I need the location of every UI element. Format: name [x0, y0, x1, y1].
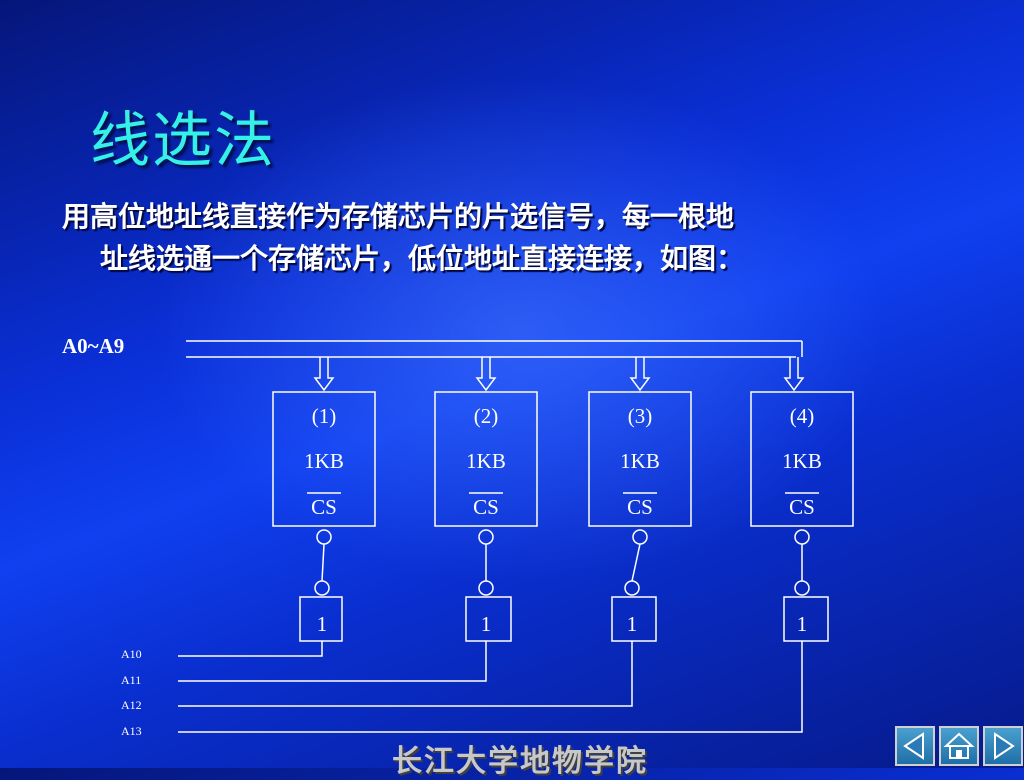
address-wire-4	[178, 641, 803, 733]
gate-label-2: 1	[481, 612, 492, 636]
chip-box-3	[588, 391, 692, 527]
chip-3-size: 1KB	[620, 449, 660, 473]
chip-3-cs: CS	[627, 495, 653, 519]
chip-3-cs-bubble	[632, 529, 648, 545]
chip-2-cs-bubble	[478, 529, 494, 545]
prev-button[interactable]	[895, 726, 935, 766]
gate-label-4: 1	[797, 612, 808, 636]
home-button[interactable]	[939, 726, 979, 766]
chip-4-cs: CS	[789, 495, 815, 519]
address-label-a13: A13	[121, 724, 142, 738]
chip-1-size: 1KB	[304, 449, 344, 473]
chip-2-cs: CS	[473, 495, 499, 519]
home-icon	[943, 732, 975, 759]
address-bus	[186, 340, 803, 358]
chip-3-cs-wire	[631, 543, 641, 582]
gate-box-3	[611, 596, 657, 642]
address-label-a10: A10	[121, 647, 142, 661]
chip-4-cs-bubble	[794, 529, 810, 545]
paragraph-line-2: 址线选通一个存储芯片，低位地址直接连接，如图：	[100, 242, 745, 275]
triangle-right-icon	[994, 732, 1015, 760]
gate-3-output-bubble	[624, 580, 640, 596]
footer-institution: 长江大学地物学院	[392, 744, 648, 779]
chip-box-4	[750, 391, 854, 527]
next-button[interactable]	[983, 726, 1023, 766]
chip-2-size: 1KB	[466, 449, 506, 473]
triangle-left-icon	[903, 732, 924, 760]
address-wire-3	[178, 641, 633, 707]
gate-box-2	[465, 596, 512, 642]
slide-title: 线选法	[90, 106, 276, 176]
gate-4-output-bubble	[794, 580, 810, 596]
bus-arrow-4	[783, 357, 805, 392]
chip-box-2	[434, 391, 538, 527]
address-label-a11: A11	[121, 673, 142, 687]
gate-1-output-bubble	[314, 580, 330, 596]
chip-4-size: 1KB	[782, 449, 822, 473]
chip-1-cs-wire	[321, 543, 325, 582]
chip-4-index: (4)	[790, 404, 815, 428]
chip-box-1	[272, 391, 376, 527]
bus-label: A0~A9	[62, 334, 125, 358]
chip-3-index: (3)	[628, 404, 653, 428]
chip-1-cs-bubble	[316, 529, 332, 545]
address-label-a12: A12	[121, 698, 142, 712]
chip-1-index: (1)	[312, 404, 337, 428]
address-wire-2	[178, 641, 487, 682]
bus-arrow-3	[629, 357, 651, 392]
address-wire-1	[178, 641, 323, 657]
gate-2-output-bubble	[478, 580, 494, 596]
gate-label-3: 1	[627, 612, 638, 636]
description-paragraph: 用高位地址线直接作为存储芯片的片选信号，每一根地 址线选通一个存储芯片，低位地址…	[62, 196, 922, 280]
bus-arrow-2	[475, 357, 497, 392]
gate-box-1	[299, 596, 343, 642]
bus-arrow-1	[313, 357, 335, 392]
chip-2-index: (2)	[474, 404, 499, 428]
gate-box-4	[783, 596, 829, 642]
chip-1-cs: CS	[311, 495, 337, 519]
paragraph-line-1: 用高位地址线直接作为存储芯片的片选信号，每一根地	[62, 200, 735, 233]
gate-label-1: 1	[317, 612, 328, 636]
